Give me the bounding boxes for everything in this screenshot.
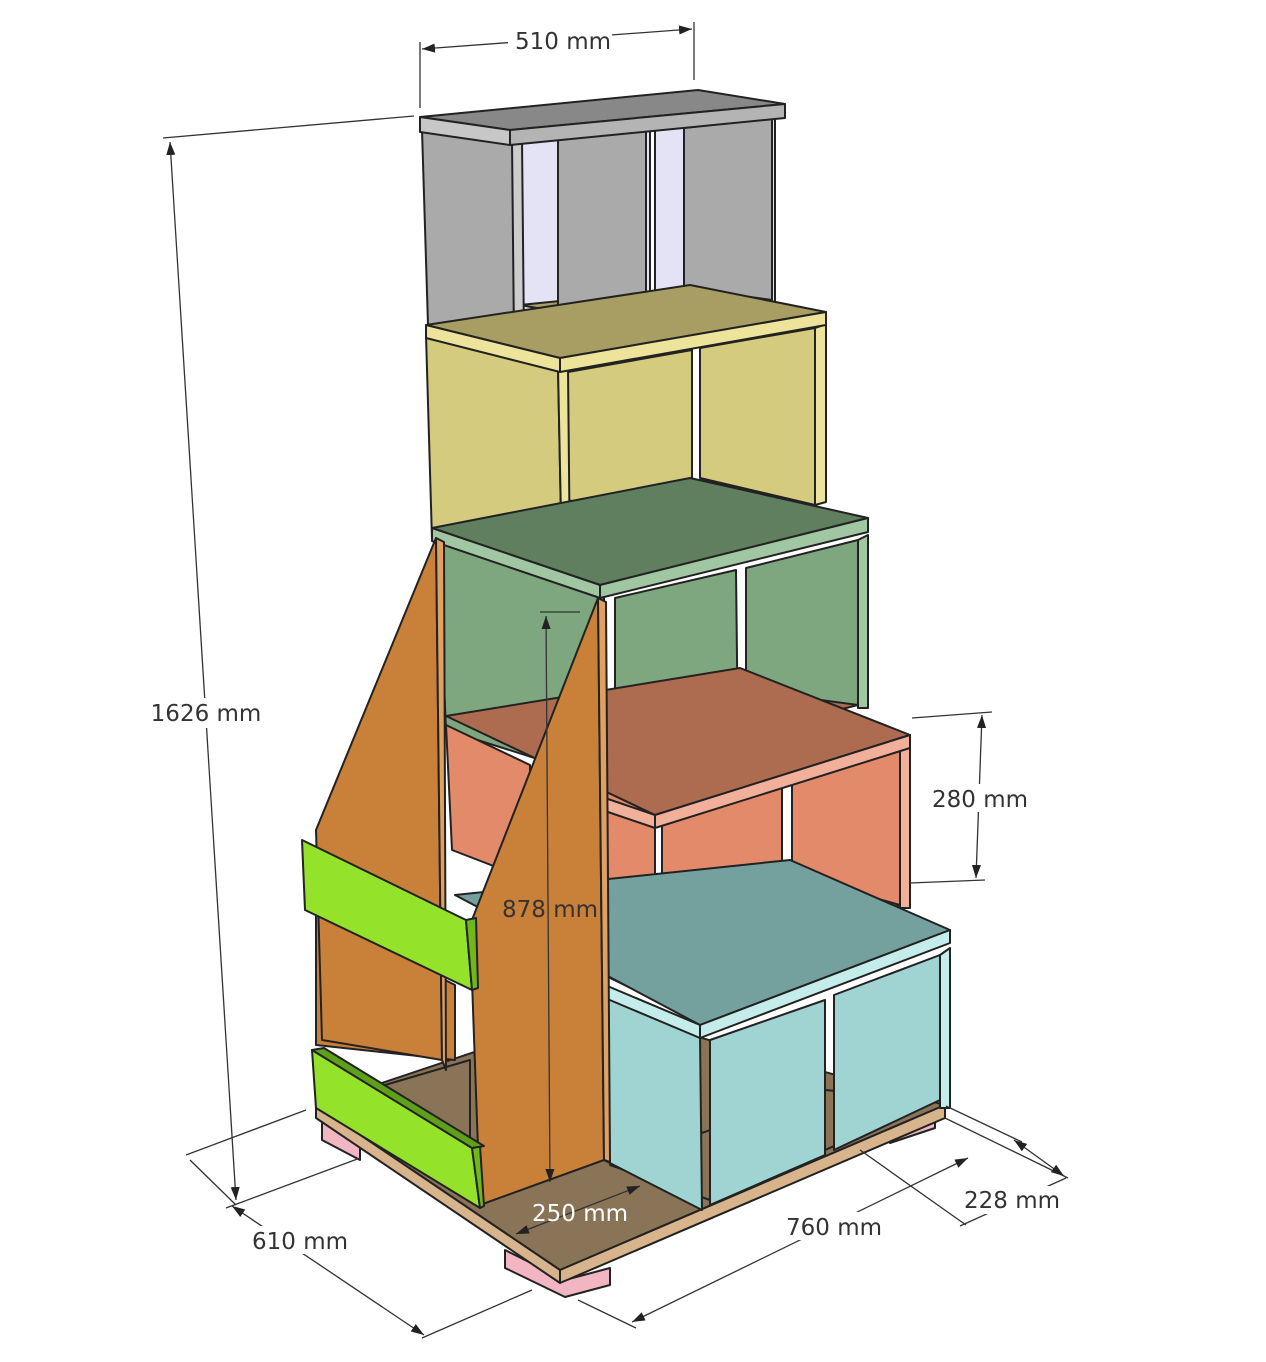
cyan-divider-left: [709, 999, 826, 1206]
cyan-top-side: [699, 929, 951, 1039]
yellow-right-edge: [814, 323, 827, 506]
label-base-width: 760 mm: [786, 1215, 882, 1241]
dimension-top-width: 510 mm: [419, 22, 695, 108]
label-total-height: 1626 mm: [151, 701, 262, 727]
dimension-base-depth: 610 mm: [189, 1157, 533, 1339]
salmon-top-side: [654, 734, 911, 829]
cyan-right-edge: [939, 947, 951, 1109]
label-bottom-tier-depth: 228 mm: [964, 1188, 1060, 1214]
braces: [301, 839, 485, 1209]
label-base-depth: 610 mm: [252, 1229, 348, 1255]
dimension-base-width: 760 mm: [577, 1149, 969, 1329]
label-inner-depth: 250 mm: [532, 1201, 628, 1227]
dimension-side-height: 878 mm: [502, 611, 598, 1183]
label-tier-height: 280 mm: [932, 787, 1028, 813]
brace-lower-top: [311, 1047, 485, 1149]
side-panel-front-edge: [597, 597, 611, 1163]
yellow-divider-right: [699, 327, 816, 506]
green-right-edge: [857, 534, 869, 709]
gray-left-side: [421, 129, 525, 341]
green-top-side: [599, 517, 869, 599]
gray-top-board-side: [509, 103, 786, 146]
dimension-total-height: 1626 mm: [145, 115, 415, 1201]
side-panel-back: [315, 537, 443, 1061]
gray-divider-right: [683, 117, 773, 301]
salmon-right-edge: [899, 734, 911, 909]
label-side-height: 878 mm: [502, 897, 598, 923]
dimension-bottom-tier-depth: 228 mm: [944, 1105, 1069, 1227]
label-top-width: 510 mm: [515, 29, 611, 55]
brace-upper-end: [465, 917, 479, 991]
yellow-top-side: [559, 311, 827, 373]
dimension-inner-depth: 250 mm: [515, 1185, 641, 1235]
dimension-tier-height: 280 mm: [909, 711, 1034, 884]
